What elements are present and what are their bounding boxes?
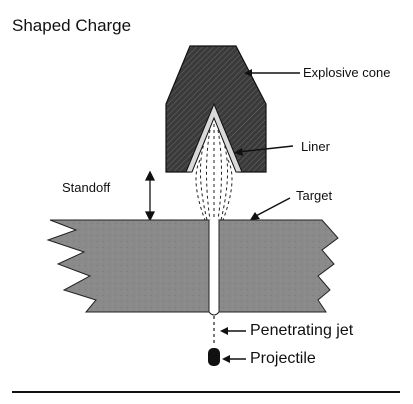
explosive-cone-label: Explosive cone [303,65,391,80]
diagram-title: Shaped Charge [12,16,132,35]
jet-streams [195,124,233,221]
liner-shape [185,102,243,173]
target-label: Target [296,188,333,203]
target-block-right [218,219,339,313]
projectile-label: Projectile [250,350,316,367]
target-block-left [46,219,210,313]
liner-leader [237,145,294,153]
penetration-channel [208,220,220,316]
projectile-shape [208,348,220,366]
penetrating-jet-label: Penetrating jet [250,322,354,339]
standoff-arrow [144,170,156,222]
target-leader [251,197,291,219]
liner-label: Liner [301,139,330,154]
standoff-label: Standoff [62,180,111,195]
